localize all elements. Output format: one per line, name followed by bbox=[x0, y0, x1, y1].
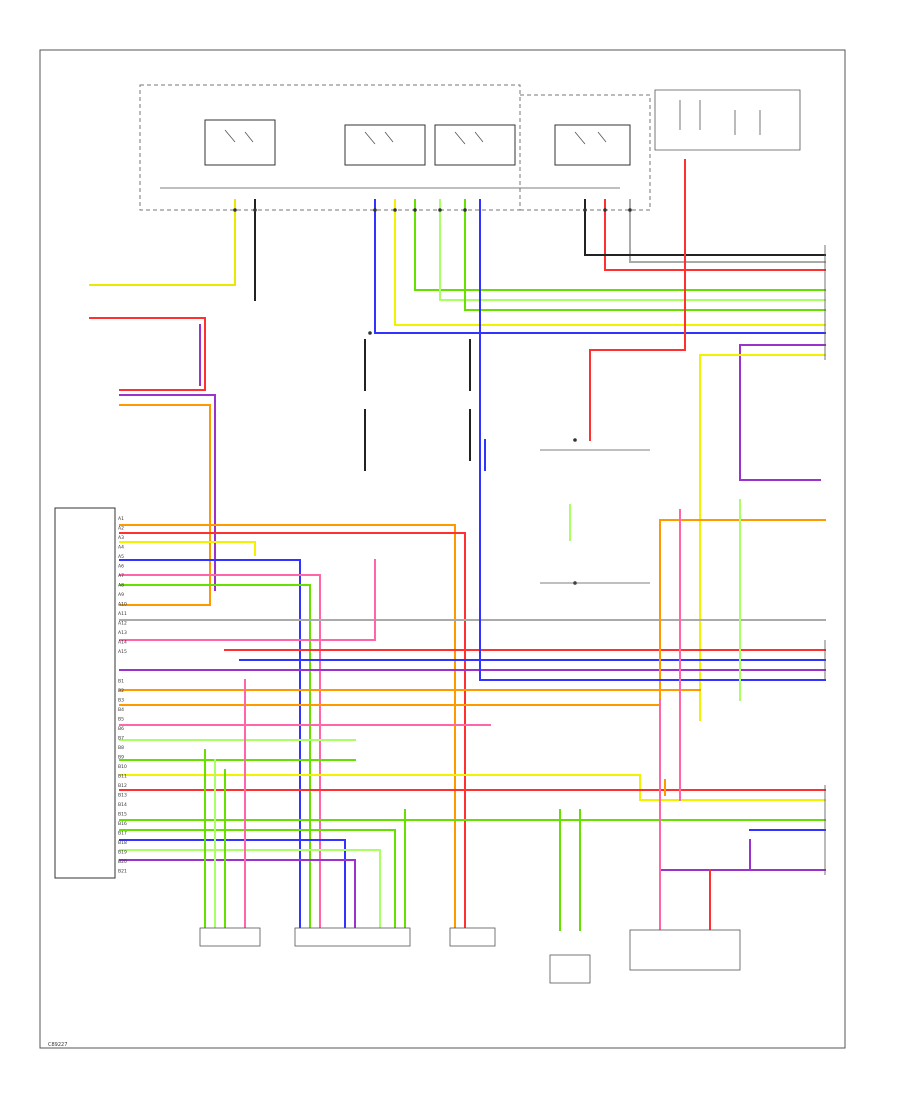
ecm-pin-label: B13 bbox=[118, 793, 127, 799]
wire-purple-c bbox=[739, 344, 826, 481]
relay-box-1 bbox=[204, 119, 276, 166]
ecm-pin-label: A5 bbox=[118, 554, 124, 560]
ecm-pin-label: B19 bbox=[118, 850, 127, 856]
wire-red-a bbox=[89, 317, 206, 391]
fuse-elements bbox=[679, 100, 761, 135]
ecm-pin-label: B4 bbox=[118, 707, 124, 713]
wire-green-f bbox=[119, 829, 396, 931]
ground-bars bbox=[540, 449, 650, 584]
wire-purple-e bbox=[119, 859, 356, 931]
wire-blue-a bbox=[374, 199, 826, 334]
wire-harness bbox=[89, 159, 826, 941]
relay-switch-contacts bbox=[224, 129, 607, 145]
wire-yellow-b bbox=[394, 199, 826, 326]
relay-box-2 bbox=[344, 124, 426, 166]
ecm-pin-label: A7 bbox=[118, 573, 124, 579]
ecm-pin-label: B1 bbox=[118, 679, 124, 685]
ecm-pin-label: A4 bbox=[118, 545, 124, 551]
wire-green-c bbox=[119, 584, 311, 931]
relay-panel-enclosure bbox=[139, 84, 521, 211]
ecm-pin-label: A15 bbox=[118, 649, 127, 655]
wire-blue-e bbox=[479, 199, 826, 681]
ecm-pin-label: B5 bbox=[118, 717, 124, 723]
control-module-box bbox=[54, 507, 116, 879]
ecm-pin-label: B21 bbox=[118, 869, 127, 875]
ecm-pin-label: A6 bbox=[118, 564, 124, 570]
ecm-pin-label: B11 bbox=[118, 774, 127, 780]
figure-code: C89227 bbox=[48, 1042, 67, 1048]
ecm-pin-label: B15 bbox=[118, 812, 127, 818]
bottom-connectors bbox=[199, 927, 741, 984]
diagram-frame bbox=[39, 49, 846, 1049]
ecm-pin-label: B16 bbox=[118, 821, 127, 827]
ecm-pin-label: B10 bbox=[118, 764, 127, 770]
ecm-pin-label: A3 bbox=[118, 535, 124, 541]
ecm-pin-label: B6 bbox=[118, 726, 124, 732]
wire-pink-b bbox=[119, 559, 376, 641]
relay-boxes bbox=[204, 100, 761, 166]
wire-green-b bbox=[464, 199, 826, 311]
wire-orange-b bbox=[119, 524, 456, 931]
wire-orange-d bbox=[119, 519, 826, 706]
wire-black-a bbox=[584, 199, 826, 256]
fuse-box-top-right bbox=[654, 89, 801, 151]
wire-lightgreen-a bbox=[439, 199, 826, 301]
wire-red-c bbox=[589, 159, 686, 441]
ecm-pin-label: B2 bbox=[118, 688, 124, 694]
ecm-pin-label: A13 bbox=[118, 630, 127, 636]
wire-blue-d bbox=[119, 839, 346, 931]
ecm-pin-label: B12 bbox=[118, 783, 127, 789]
ecm-pin-label: B3 bbox=[118, 698, 124, 704]
ecm-pin-label: A10 bbox=[118, 602, 127, 608]
wire-yellow-a bbox=[89, 199, 236, 286]
wire-yellow-c bbox=[699, 354, 826, 721]
relay-box-4 bbox=[554, 124, 631, 166]
wire-lightgreen-c bbox=[119, 849, 381, 931]
ecm-pin-label: A8 bbox=[118, 583, 124, 589]
wire-red-d bbox=[119, 532, 466, 931]
ecm-pin-label: A1 bbox=[118, 516, 124, 522]
ecm-pin-label: B7 bbox=[118, 736, 124, 742]
ecm-pin-label: B8 bbox=[118, 745, 124, 751]
relay-box-3 bbox=[434, 124, 516, 166]
ecm-pin-label: B17 bbox=[118, 831, 127, 837]
ecm-pin-label: B20 bbox=[118, 859, 127, 865]
wire-blue-b bbox=[119, 559, 301, 931]
ecm-pin-label: A12 bbox=[118, 621, 127, 627]
terminal-dots bbox=[233, 208, 632, 585]
ecm-pin-label: A14 bbox=[118, 640, 127, 646]
ecm-pin-label: A2 bbox=[118, 526, 124, 532]
wire-red-b bbox=[604, 199, 826, 271]
ecm-pin-label: B14 bbox=[118, 802, 127, 808]
ecm-pin-label: B9 bbox=[118, 755, 124, 761]
wire-pink-a bbox=[119, 574, 321, 931]
wire-green-a bbox=[414, 199, 826, 291]
wire-yellow-e bbox=[119, 774, 826, 801]
wire-orange-a bbox=[119, 404, 211, 606]
ecm-pin-label: A11 bbox=[118, 611, 127, 617]
wire-gray-a bbox=[629, 199, 826, 263]
wire-yellow-d bbox=[119, 541, 256, 556]
ecm-pin-label: A9 bbox=[118, 592, 124, 598]
ecm-pin-label: B18 bbox=[118, 840, 127, 846]
